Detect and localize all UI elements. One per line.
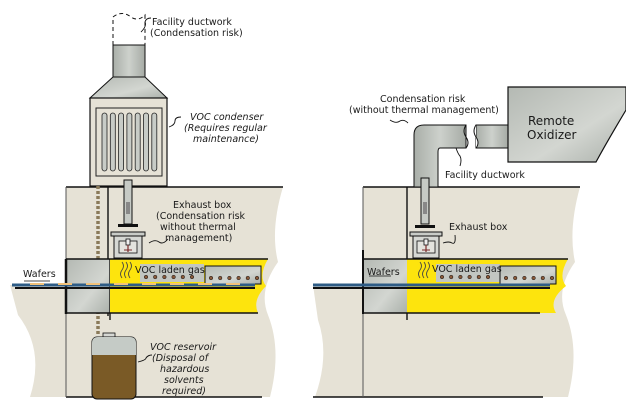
label-voc-condenser: VOC condenser (Requires regular maintena… [184,112,270,145]
heater-dot [153,274,158,280]
heater-dot [189,274,195,280]
condenser-coil [118,112,124,172]
heater-dot [162,274,167,280]
condenser-coils [101,112,158,172]
left-outer-wall [10,285,66,397]
heater-dot [467,274,472,280]
wafer [58,283,72,285]
label-condensation-risk: Condensation risk (without thermal manag… [349,94,499,116]
wafer [30,283,44,285]
right-duct-segment [475,124,509,149]
label-right-voc-laden-gas: VOC laden gas [432,264,502,275]
condenser-coil [134,112,141,172]
heater-dot [540,275,545,281]
right-heat-waves-icon [418,261,430,279]
heater-dot [439,274,445,280]
heater-dot [476,274,481,280]
right-exhaust-box [409,231,443,237]
heater-dot [208,275,214,281]
heater-dot [171,274,176,280]
label-voc-laden-gas: VOC laden gas [135,265,205,276]
heater-dot [227,275,232,281]
label-facility-ductwork: Facility ductwork (Condensation risk) [150,17,243,39]
heater-dot [522,275,527,281]
wafer [86,283,100,285]
condenser-coil [143,112,149,172]
heater-dot [254,275,260,281]
right-exhaust-pipe [420,177,430,225]
wafer [226,283,240,285]
label-wafers: Wafers [23,269,56,280]
left-heat-waves-icon [120,261,132,279]
left-exhaust-box [110,231,146,237]
wafer [170,283,184,285]
label-right-exhaust-box: Exhaust box [449,222,508,233]
left-facility-duct-dashed [112,13,146,45]
left-diagram: Facility ductwork (Condensation risk) VO… [10,13,283,400]
heater-dot [549,275,555,281]
heater-dot [180,274,185,280]
voc-reservoir [91,332,137,400]
wafer [114,283,128,285]
label-exhaust-box: Exhaust box (Condensation risk without t… [156,200,248,244]
left-condenser-hood [88,76,169,99]
right-outer-wall [313,285,363,397]
condenser-coil [151,112,158,172]
heater-dot [513,275,518,281]
heater-dot [218,275,223,281]
left-chimney-duct [112,44,146,78]
condenser-coil [101,112,108,172]
heater-dot [245,275,250,281]
condenser-coil [126,112,133,172]
label-right-wafers: Wafers [367,267,400,278]
heater-dot [485,274,491,280]
heater-dot [143,274,149,280]
wafer [142,283,156,285]
right-diagram: Condensation risk (without thermal manag… [313,86,626,398]
heater-dot [236,275,241,281]
wafer [198,283,212,285]
heater-dot [458,274,463,280]
heater-dot [531,275,536,281]
label-voc-reservoir: VOC reservoir (Disposal of hazardous sol… [150,342,219,397]
label-remote-oxidizer: Remote Oxidizer [527,114,578,142]
condenser-coil [109,112,116,172]
heater-dot [449,274,454,280]
label-right-facility-ductwork: Facility ductwork [445,170,525,181]
heater-dot [503,275,509,281]
